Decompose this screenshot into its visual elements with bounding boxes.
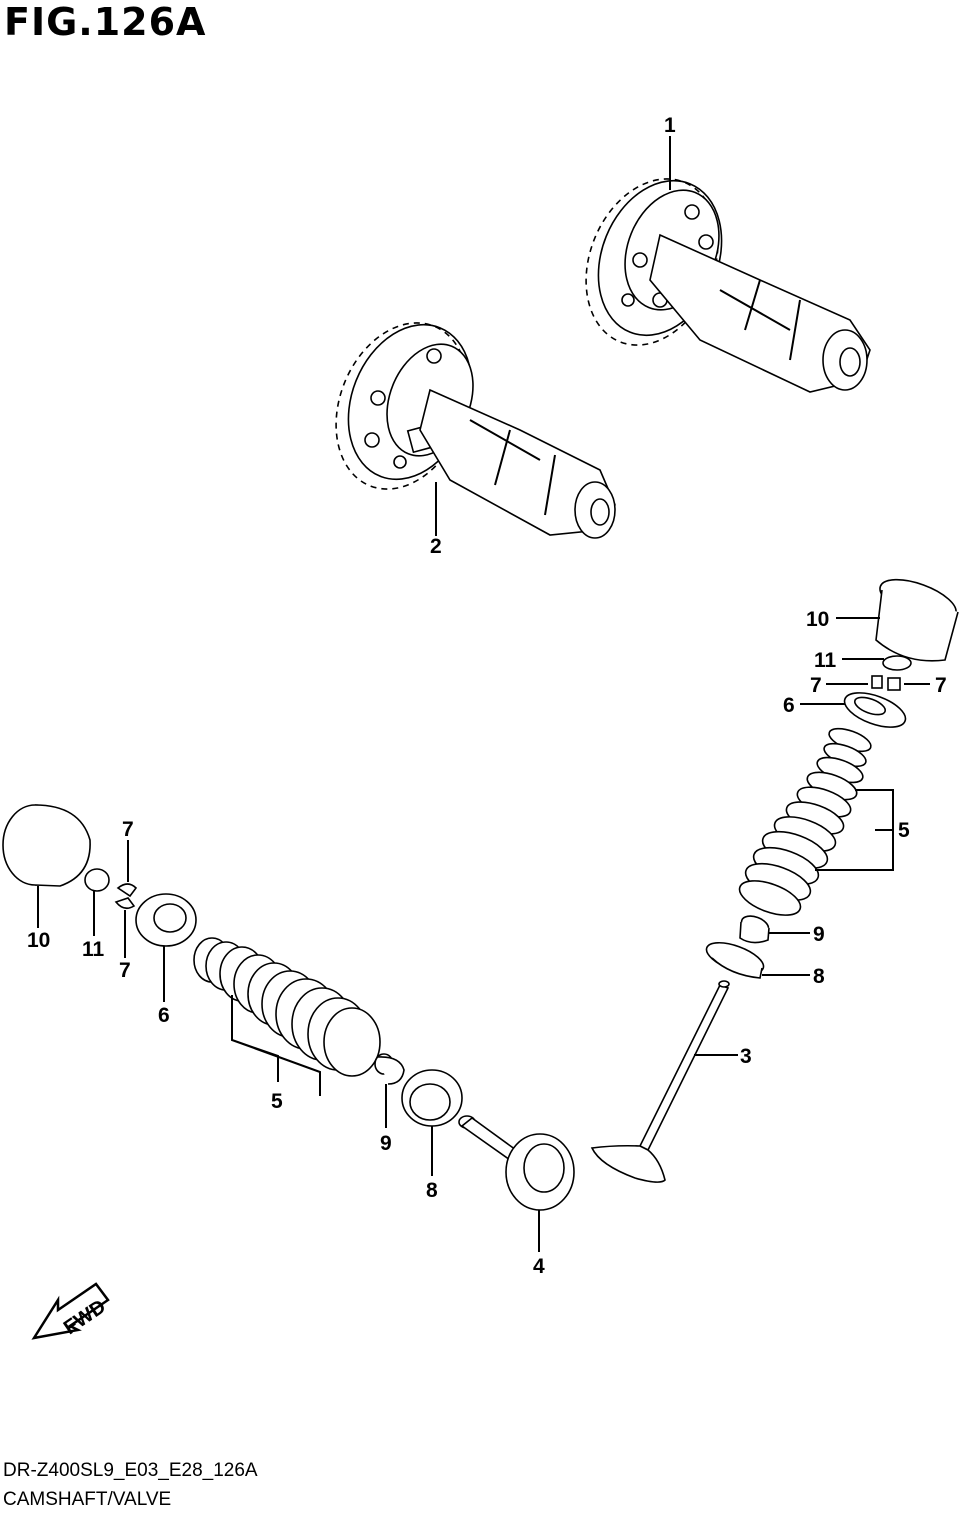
figure-title: FIG.126A — [4, 0, 207, 44]
callout-9a: 9 — [380, 1132, 392, 1155]
callout-11a: 11 — [82, 938, 105, 961]
shim-right-drawing[interactable] — [882, 655, 912, 671]
callout-7b: 7 — [119, 959, 131, 982]
figure-name: CAMSHAFT/VALVE — [3, 1489, 172, 1510]
callout-7a: 7 — [122, 818, 134, 841]
callout-4: 4 — [533, 1255, 545, 1278]
valve-left-drawing[interactable] — [458, 1115, 575, 1211]
callout-5a: 5 — [271, 1090, 283, 1113]
callout-8b: 8 — [813, 965, 825, 988]
leader-5a — [231, 995, 321, 1096]
valve-right-drawing[interactable] — [590, 980, 730, 1183]
seal-left-drawing[interactable] — [374, 1053, 405, 1085]
callout-1: 1 — [664, 114, 676, 137]
callout-8a: 8 — [426, 1179, 438, 1202]
callout-6b: 6 — [783, 694, 795, 717]
leader-5b — [815, 789, 894, 871]
camshaft-1-drawing[interactable] — [562, 159, 871, 393]
camshaft-2-drawing[interactable] — [312, 303, 616, 539]
shim-left-drawing[interactable] — [84, 868, 110, 892]
callout-7d: 7 — [935, 674, 947, 697]
callout-7c: 7 — [810, 674, 822, 697]
callout-6a: 6 — [158, 1004, 170, 1027]
forward-arrow-icon: FWD — [31, 1282, 110, 1340]
seal-right-drawing[interactable] — [739, 913, 771, 944]
tappet-left-drawing[interactable] — [2, 804, 91, 887]
seat-right-drawing[interactable] — [703, 936, 768, 979]
callout-10b: 10 — [806, 608, 829, 631]
callout-11b: 11 — [814, 649, 837, 672]
figure-code: DR-Z400SL9_E03_E28_126A — [3, 1460, 258, 1481]
callout-3: 3 — [740, 1045, 752, 1068]
springs-left-drawing[interactable] — [193, 937, 381, 1077]
tappet-right-drawing[interactable] — [875, 571, 960, 662]
cotters-left-drawing[interactable] — [114, 883, 138, 910]
callout-2: 2 — [430, 535, 442, 558]
callout-10a: 10 — [27, 929, 50, 952]
retainer-right-drawing[interactable] — [840, 686, 910, 734]
seat-left-drawing[interactable] — [401, 1069, 463, 1127]
callout-9b: 9 — [813, 923, 825, 946]
callout-5b: 5 — [898, 819, 910, 842]
springs-right-drawing[interactable] — [735, 724, 874, 922]
retainer-left-drawing[interactable] — [135, 893, 197, 947]
cotters-right-drawing[interactable] — [871, 675, 901, 691]
